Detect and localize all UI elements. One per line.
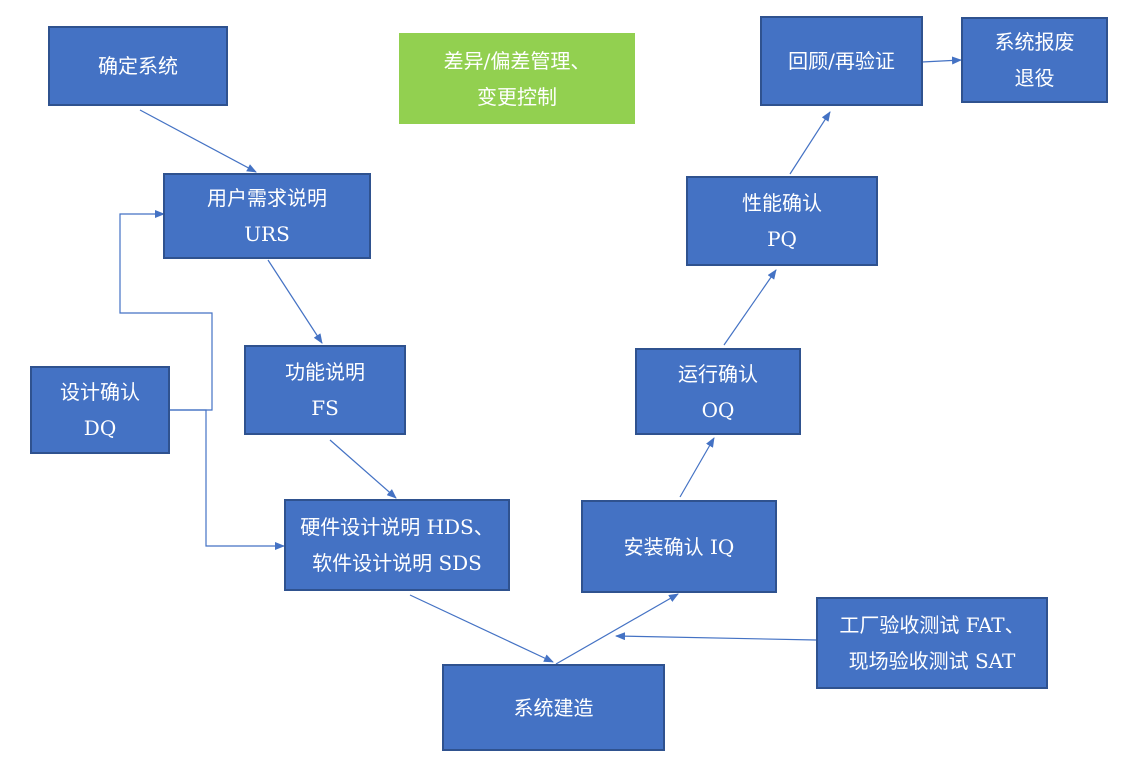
node-dq: 设计确认 DQ xyxy=(30,366,170,454)
node-label: 安装确认 IQ xyxy=(623,534,735,559)
node-label: 回顾/再验证 xyxy=(788,49,895,73)
node-label-line1: 性能确认 xyxy=(742,191,822,215)
node-label-line1: 系统报废 xyxy=(994,30,1075,54)
node-label: 系统建造 xyxy=(513,695,594,720)
node-hds-sds: 硬件设计说明 HDS、 软件设计说明 SDS xyxy=(284,499,510,591)
node-label-line2: 软件设计说明 SDS xyxy=(312,551,482,575)
node-urs: 用户需求说明 URS xyxy=(163,173,371,259)
node-label-line1: 硬件设计说明 HDS、 xyxy=(300,515,494,539)
node-label-line1: 用户需求说明 xyxy=(207,186,327,210)
arrow-determine-to-urs xyxy=(139,109,257,173)
note-label-line1: 差异/偏差管理、 xyxy=(443,48,591,73)
node-review-revalidation: 回顾/再验证 xyxy=(760,16,923,106)
arrow-iq-to-oq xyxy=(679,437,715,498)
node-label-line1: 工厂验收测试 FAT、 xyxy=(839,613,1025,637)
node-label-line2: PQ xyxy=(767,227,797,251)
node-label-line2: URS xyxy=(244,222,290,246)
node-label-line2: 现场验收测试 SAT xyxy=(848,649,1016,673)
arrow-hds-sds-to-build xyxy=(409,594,554,663)
node-iq: 安装确认 IQ xyxy=(581,500,777,593)
node-system-build: 系统建造 xyxy=(442,664,665,751)
arrow-fs-to-hds-sds xyxy=(329,439,397,499)
node-pq: 性能确认 PQ xyxy=(686,176,878,266)
arrow-urs-to-fs xyxy=(267,259,323,344)
note-deviation-change-control: 差异/偏差管理、 变更控制 xyxy=(399,33,635,124)
node-fat-sat: 工厂验收测试 FAT、 现场验收测试 SAT xyxy=(816,597,1048,689)
node-label-line1: 设计确认 xyxy=(60,380,140,404)
arrow-dq-to-hds-sds xyxy=(170,409,285,550)
node-label-line1: 功能说明 xyxy=(285,360,365,384)
node-determine-system: 确定系统 xyxy=(48,26,228,106)
node-retirement: 系统报废 退役 xyxy=(961,17,1108,103)
arrow-review-to-retire xyxy=(921,56,962,65)
arrow-oq-to-pq xyxy=(723,269,777,346)
arrow-pq-to-review xyxy=(789,111,831,175)
arrow-fat-sat-to-build-iq xyxy=(615,632,817,641)
node-label-line2: 退役 xyxy=(1014,66,1055,90)
node-label: 确定系统 xyxy=(98,54,178,78)
node-label-line2: OQ xyxy=(701,397,735,422)
node-label-line2: DQ xyxy=(83,416,117,440)
node-label-line2: FS xyxy=(311,396,339,420)
note-label-line2: 变更控制 xyxy=(477,84,557,109)
arrow-build-to-iq xyxy=(555,593,679,665)
node-oq: 运行确认 OQ xyxy=(635,348,801,435)
node-label-line1: 运行确认 xyxy=(678,361,758,386)
node-fs: 功能说明 FS xyxy=(244,345,406,435)
